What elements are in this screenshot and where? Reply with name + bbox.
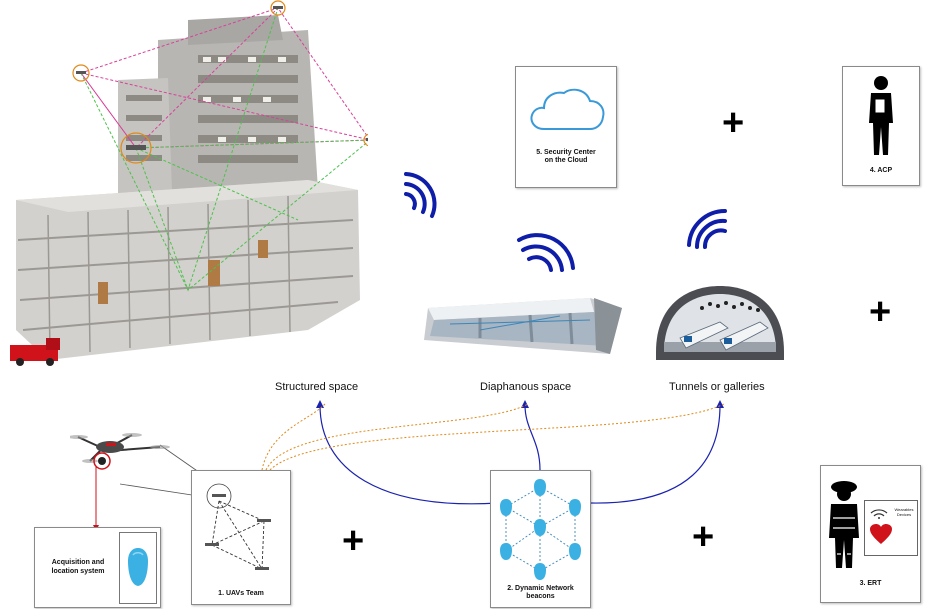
person-icon [869, 76, 893, 155]
diaphanous-space-label: Diaphanous space [480, 381, 572, 393]
tunnels-illustration [656, 286, 784, 360]
plus-sign: + [342, 520, 365, 562]
wearables-box: Wearables Devices [864, 500, 918, 556]
plus-sign: + [869, 291, 892, 333]
beacon-icon [534, 519, 546, 536]
beacon-icon [534, 479, 546, 496]
security-center-caption: 5. Security Center on the Cloud [536, 149, 596, 164]
acquisition-caption: Acquisition and location system [51, 559, 105, 575]
drone-illustration [70, 433, 170, 470]
plus-sign: + [722, 102, 745, 144]
dotted-uav-diaphanous [265, 403, 529, 471]
fire-truck [10, 338, 60, 366]
link-beacons-diaphanous [524, 404, 541, 471]
wifi-signal-icon [404, 172, 437, 218]
firefighter-icon [829, 481, 859, 568]
dotted-uav-tunnels [269, 403, 725, 471]
wearables-label: Wearables Devices [894, 507, 914, 517]
beacon-icon [500, 499, 512, 516]
plus-sign: + [692, 516, 715, 558]
beacon-icon [569, 543, 581, 560]
beacon-icon [128, 548, 148, 586]
uav-team-card: 1. UAVs Team [191, 470, 291, 605]
uav-network-graph [205, 483, 271, 570]
structured-space-label: Structured space [275, 381, 359, 393]
wifi-small-icon [870, 509, 888, 519]
diaphanous-space-illustration [424, 298, 622, 354]
ert-card: Wearables Devices 3. ERT [820, 465, 921, 603]
acquisition-card: Acquisition and location system [34, 527, 161, 608]
beacons-caption: 2. Dynamic Network beacons [507, 585, 574, 600]
beacon-icon [534, 563, 546, 580]
uav-team-caption: 1. UAVs Team [218, 590, 264, 597]
acp-caption: 4. ACP [869, 167, 893, 174]
beacon-icon [500, 543, 512, 560]
train [679, 321, 769, 351]
ert-caption: 3. ERT [859, 580, 882, 587]
dotted-uav-structured [261, 403, 326, 471]
heart-icon [870, 524, 892, 544]
link-beacons-structured [319, 404, 499, 505]
cloud-icon [530, 88, 605, 130]
wifi-signal-icon [687, 208, 727, 249]
security-center-card: 5. Security Center on the Cloud [515, 66, 617, 188]
beacons-card: 2. Dynamic Network beacons [490, 470, 591, 608]
acp-card: 4. ACP [842, 66, 920, 186]
beacon-network-graph [500, 479, 581, 580]
tunnels-label: Tunnels or galleries [669, 381, 765, 393]
wifi-signal-icon [517, 233, 575, 272]
link-beacons-tunnels [589, 404, 721, 504]
beacon-icon [569, 499, 581, 516]
building-illustration [10, 0, 368, 366]
beacon-device-frame [119, 532, 157, 604]
